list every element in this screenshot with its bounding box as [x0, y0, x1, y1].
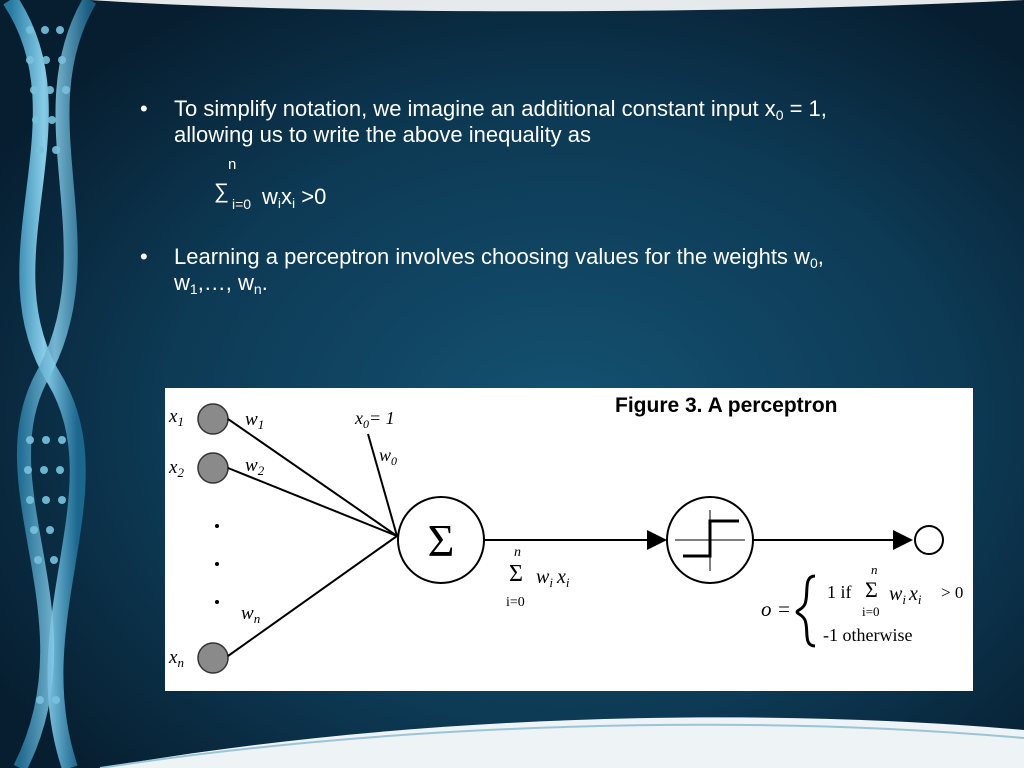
weight-label-w2: w2 — [245, 455, 265, 478]
bullet-2-line1-end: , — [817, 244, 824, 269]
bullet-2-line2: w1,…, wn. — [174, 270, 964, 296]
bullet-2-w: w — [174, 270, 190, 295]
output-lhs: o = — [761, 597, 791, 621]
weight-label-wn: wn — [241, 603, 260, 626]
bullet-marker: • — [140, 96, 148, 121]
bullet-2-end: . — [261, 270, 268, 295]
summation-symbol: Σ — [428, 515, 455, 566]
ellipsis-dot — [215, 524, 219, 528]
input-node-x1 — [197, 403, 229, 435]
figure-caption: Figure 3. A perceptron — [615, 394, 838, 417]
case1-upper: n — [871, 562, 878, 577]
output-brace — [795, 574, 816, 648]
bullet-marker: • — [140, 244, 148, 269]
inequality-lower: i=0 — [232, 196, 252, 212]
sum-expr-sigma: Σ — [509, 561, 523, 587]
ellipsis-dot — [215, 562, 219, 566]
inequality-sigma: ∑ — [214, 180, 229, 203]
bullet-1-line1-end: = 1, — [783, 96, 827, 121]
bullet-2-sub2: n — [253, 281, 262, 297]
input-node-xn — [197, 642, 229, 674]
edge-x2 — [227, 467, 398, 537]
case1-sigma: Σ — [865, 577, 878, 602]
dna-helix-decoration — [3, 0, 97, 768]
inequality-rel: >0 — [295, 184, 327, 209]
ellipsis-dot — [215, 600, 219, 604]
inequality-w-sub: i — [277, 195, 282, 211]
bullet-2-mid: ,…, w — [197, 270, 254, 295]
bullet-2-sub: 0 — [809, 255, 818, 271]
case2-text: -1 otherwise — [823, 625, 912, 645]
inequality-body: wixi >0 — [262, 184, 326, 210]
inequality-x: x — [281, 184, 293, 209]
edge-xn — [227, 535, 398, 657]
inequality-upper: n — [228, 156, 237, 173]
bullet-2-sub1: 1 — [189, 281, 198, 297]
input-node-x2 — [197, 452, 229, 484]
input-label-x1: x1 — [168, 406, 184, 429]
bias-label: x0= 1 — [354, 408, 395, 431]
inequality-formula: n ∑ i=0 wixi >0 — [214, 156, 414, 216]
output-node — [914, 525, 944, 555]
edge-x1 — [227, 418, 398, 537]
bullet-2-text: Learning a perceptron involves choosing … — [174, 244, 964, 296]
case1-rel: > 0 — [941, 583, 963, 602]
input-label-xn: xn — [168, 647, 184, 670]
edge-x0 — [367, 433, 398, 537]
inequality-x-sub: i — [292, 195, 296, 211]
weight-label-w1: w1 — [245, 409, 264, 432]
inequality-w: w — [262, 184, 278, 209]
input-label-x2: x2 — [168, 457, 184, 480]
sum-expr-upper: n — [514, 545, 521, 560]
bullet-1-line2: allowing us to write the above inequalit… — [174, 122, 592, 147]
bullet-2-line1: Learning a perceptron involves choosing … — [174, 244, 810, 269]
sum-expr-lower: i=0 — [506, 595, 525, 610]
bullet-1-text: To simplify notation, we imagine an addi… — [174, 96, 964, 148]
case1-value: 1 if — [827, 582, 852, 602]
bullet-1-line1: To simplify notation, we imagine an addi… — [174, 96, 776, 121]
case1-lower: i=0 — [862, 604, 879, 619]
bullet-1-sub: 0 — [775, 107, 784, 123]
bias-weight-label: w0 — [379, 445, 397, 468]
